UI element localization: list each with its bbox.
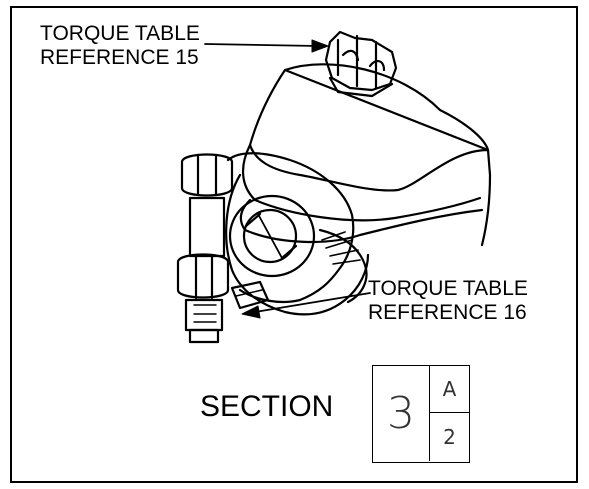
section-label: SECTION bbox=[200, 390, 334, 423]
bracket-arm-lower-edge bbox=[239, 198, 484, 244]
leader-arrow-16 bbox=[241, 305, 261, 319]
clamp-body bbox=[226, 152, 355, 304]
leader-line-16 bbox=[254, 292, 371, 313]
section-sheet-letter: A bbox=[430, 366, 469, 413]
callout-16-line-1: TORQUE TABLE bbox=[368, 277, 528, 300]
side-bolt bbox=[176, 153, 234, 344]
section-reference-box: 3 A 2 bbox=[372, 365, 470, 463]
leader-line-15 bbox=[204, 43, 319, 47]
section-page-number: 2 bbox=[443, 425, 456, 449]
leader-arrow-15 bbox=[311, 39, 329, 53]
callout-torque-reference-15: TORQUE TABLE REFERENCE 15 bbox=[40, 22, 200, 70]
lower-bolt bbox=[230, 280, 270, 310]
callout-torque-reference-16: TORQUE TABLE REFERENCE 16 bbox=[368, 277, 528, 325]
clamp-body-outer bbox=[225, 173, 370, 316]
bracket-arm bbox=[248, 63, 492, 247]
shaft-section bbox=[228, 194, 316, 278]
callout-15-line-2: REFERENCE 15 bbox=[40, 46, 199, 69]
clamp-flange bbox=[318, 228, 368, 304]
callout-16-line-2: REFERENCE 16 bbox=[368, 301, 527, 324]
clamp-hatch bbox=[321, 231, 361, 265]
section-number: 3 bbox=[373, 366, 430, 461]
top-bolt bbox=[324, 30, 398, 98]
bracket-arm-inner-edge bbox=[242, 143, 482, 222]
callout-15-line-1: TORQUE TABLE bbox=[40, 22, 200, 45]
